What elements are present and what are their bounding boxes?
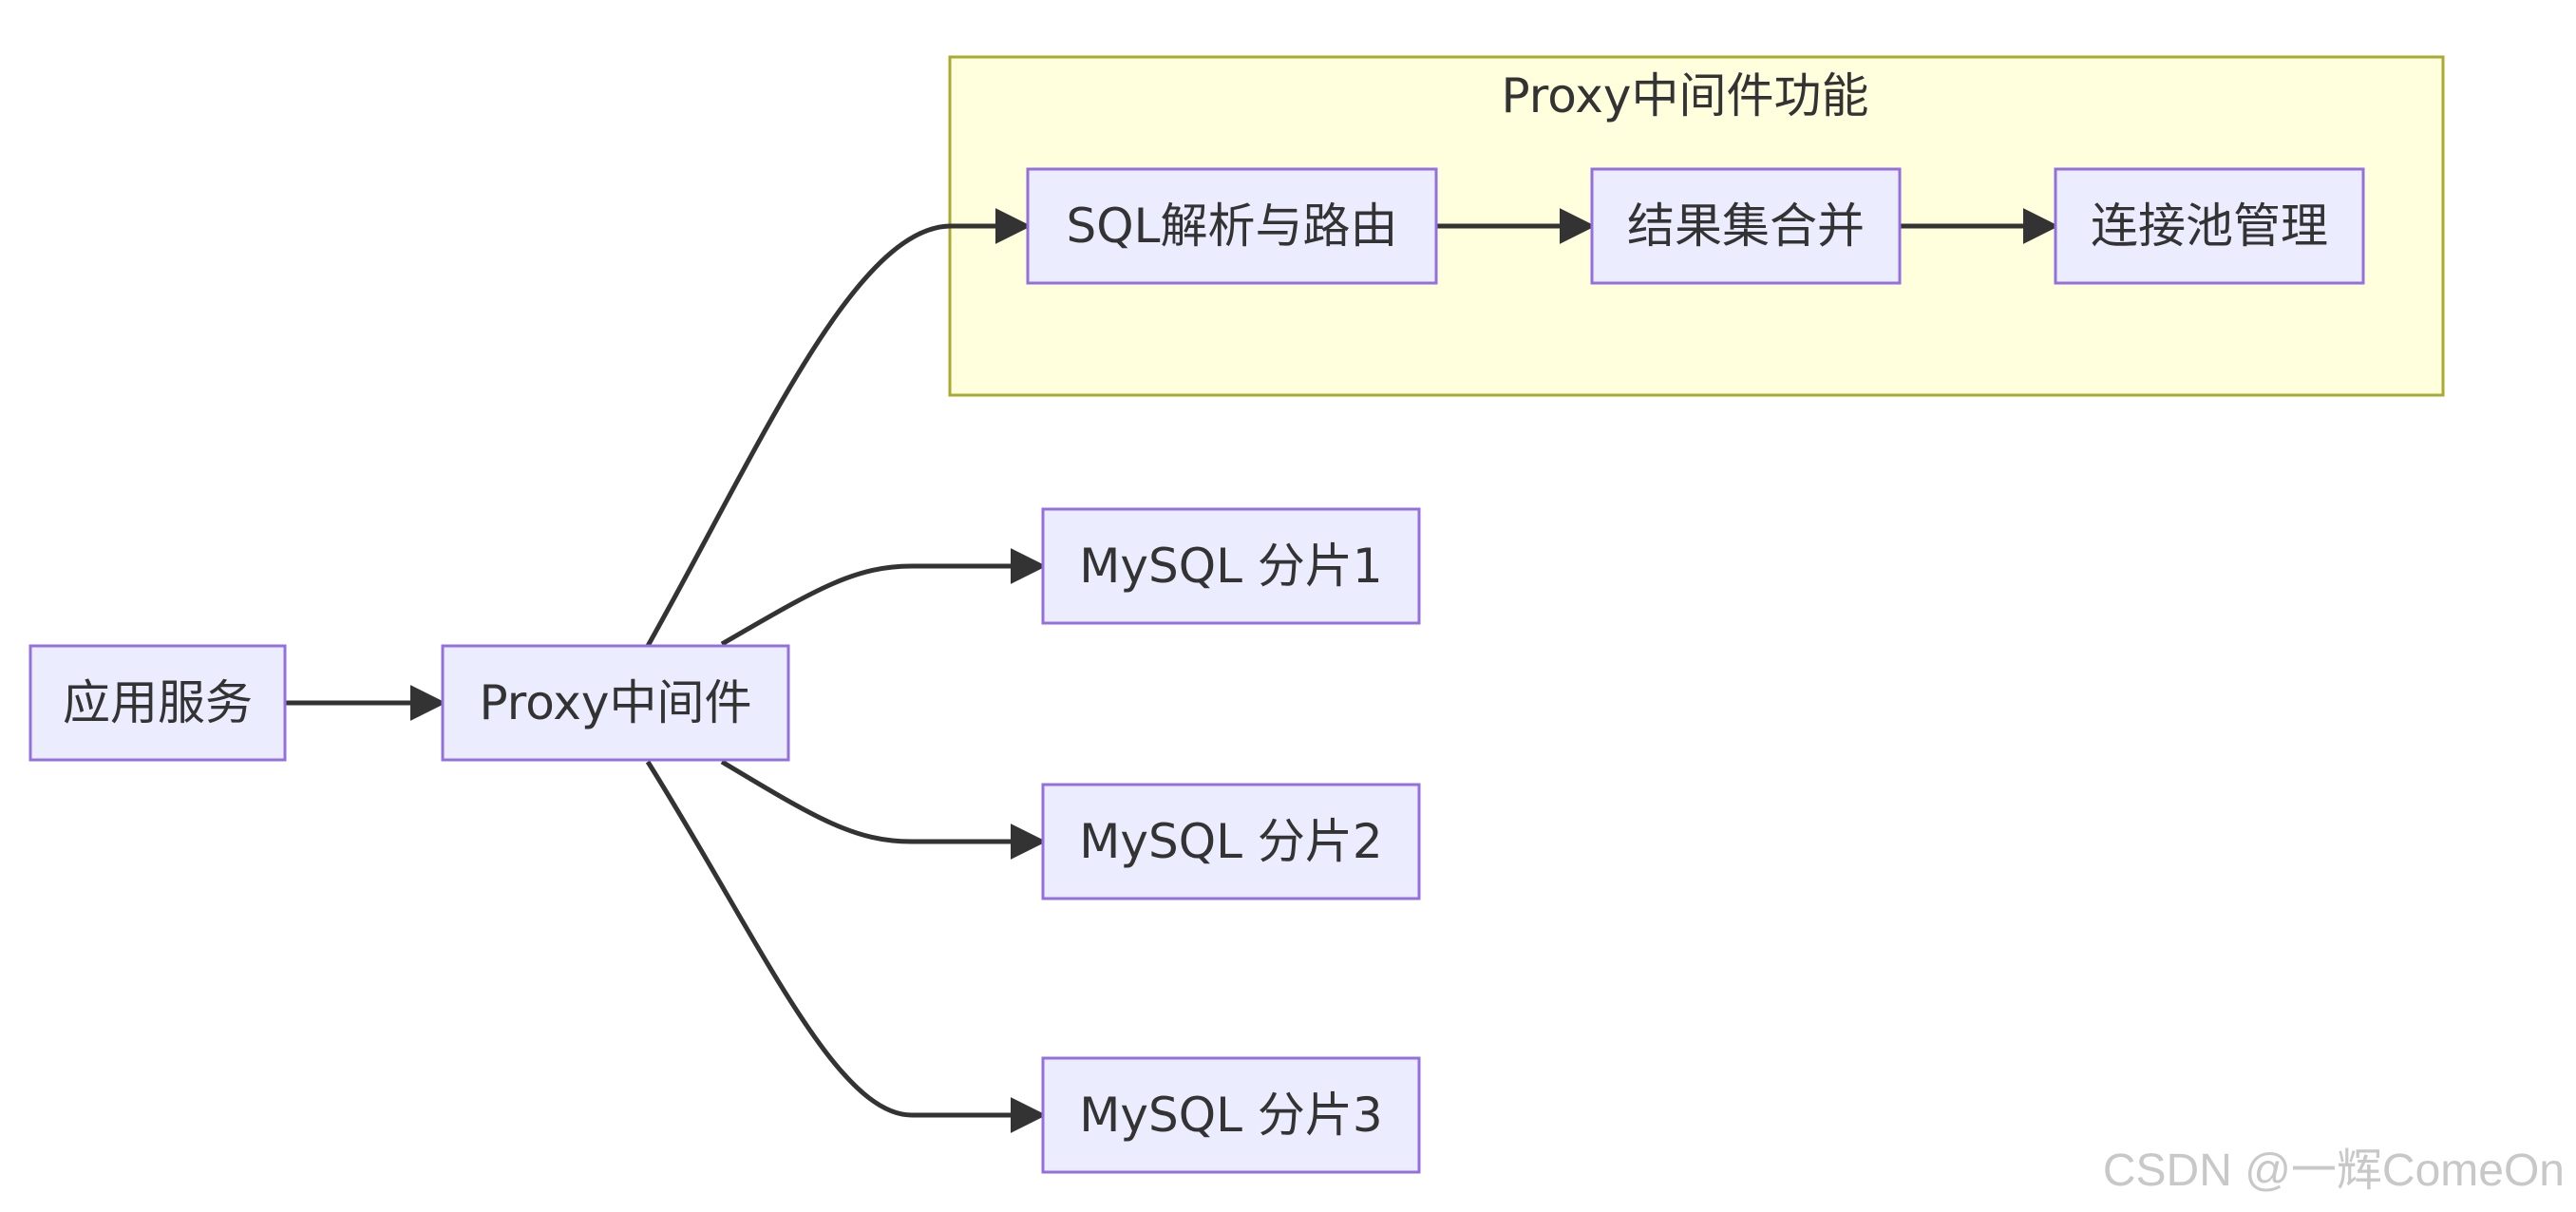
- node-box: [1590, 167, 1902, 285]
- node-conn-pool[interactable]: 连接池管理: [2054, 167, 2365, 285]
- node-box: [2054, 167, 2365, 285]
- cluster-title: Proxy中间件功能: [1502, 68, 1869, 123]
- node-box: [1041, 507, 1421, 625]
- node-label: 应用服务: [63, 675, 253, 730]
- node-proxy[interactable]: Proxy中间件: [441, 644, 790, 762]
- node-mysql-shard-1[interactable]: MySQL 分片1: [1041, 507, 1421, 625]
- node-label: Proxy中间件: [480, 675, 752, 730]
- node-box: [1041, 783, 1421, 900]
- edges: [285, 208, 2059, 1133]
- node-label: 结果集合并: [1627, 199, 1865, 254]
- edge-proxy-to-shard2: [720, 759, 1047, 860]
- node-box: [28, 644, 287, 762]
- node-result-merge[interactable]: 结果集合并: [1590, 167, 1902, 285]
- node-box: [1026, 167, 1438, 285]
- node-mysql-shard-3[interactable]: MySQL 分片3: [1041, 1056, 1421, 1174]
- node-sql-parse-route[interactable]: SQL解析与路由: [1026, 167, 1438, 285]
- node-box: [1041, 1056, 1421, 1174]
- node-label: 连接池管理: [2091, 199, 2328, 254]
- node-label: SQL解析与路由: [1067, 199, 1398, 254]
- node-label: MySQL 分片3: [1079, 1088, 1382, 1143]
- watermark: CSDN @一辉ComeOn: [2103, 1146, 2565, 1196]
- node-app-service[interactable]: 应用服务: [28, 644, 287, 762]
- edge-proxy-to-shard3: [645, 760, 1047, 1133]
- node-mysql-shard-2[interactable]: MySQL 分片2: [1041, 783, 1421, 900]
- edge-proxy-to-shard1: [720, 548, 1047, 647]
- node-box: [441, 644, 790, 762]
- node-label: MySQL 分片1: [1079, 539, 1382, 594]
- edge-proxy-to-sql-parse: [645, 208, 1032, 648]
- node-label: MySQL 分片2: [1079, 814, 1382, 869]
